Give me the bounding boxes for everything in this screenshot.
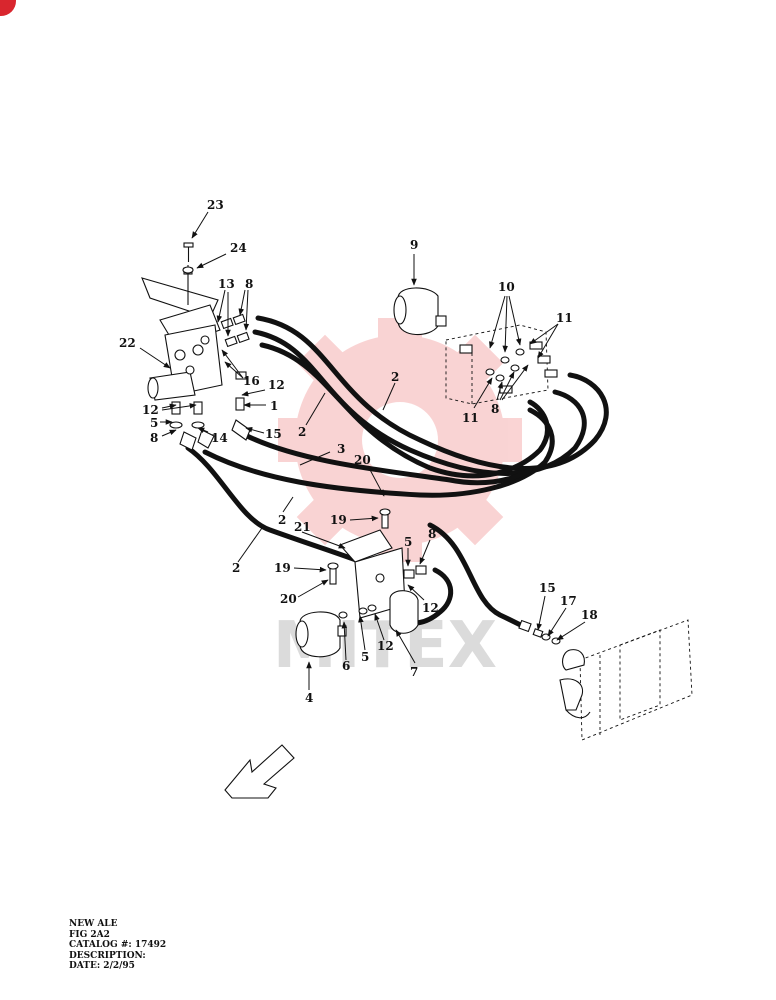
callout-labels: 23 24 13 8 22 16 12 1 12 5 8 14 15 9 10 … [119,198,598,705]
callout-13: 13 [218,277,235,291]
callout-12: 12 [268,378,285,392]
footer-date: DATE: 2/2/95 [69,961,135,971]
accumulator-bottom [295,611,347,658]
callout-14: 14 [211,431,228,445]
callout-23: 23 [207,198,224,212]
footer-catalog: CATALOG #: 17492 [69,940,167,950]
callout-12: 12 [377,639,394,653]
callout-5: 5 [361,650,369,664]
callout-15: 15 [539,581,556,595]
callout-7: 7 [410,665,418,679]
callout-19: 19 [330,513,347,527]
hose-top-3 [259,342,550,479]
callout-8: 8 [428,527,436,541]
callout-11: 11 [462,411,479,425]
callout-18: 18 [581,608,598,622]
callout-2: 2 [278,513,286,527]
hose-mid-3 [202,407,555,498]
callout-12: 12 [142,403,159,417]
callout-21: 21 [294,520,311,534]
bolt-washer [182,242,194,274]
callout-5: 5 [404,535,412,549]
control-valve-assembly [141,265,223,401]
callout-10: 10 [498,280,515,294]
right-bracket [518,619,693,741]
callout-15: 15 [265,427,282,441]
callout-1: 1 [270,399,278,413]
callout-6: 6 [342,659,350,673]
callout-20: 20 [280,592,297,606]
manifold-top [445,324,558,405]
valve-fittings [169,313,251,451]
callout-2: 2 [391,370,399,384]
callout-9: 9 [410,238,418,252]
callout-8: 8 [150,431,158,445]
callout-2: 2 [298,425,306,439]
callout-12: 12 [422,601,439,615]
callout-8: 8 [245,277,253,291]
hose-top-2 [252,329,587,476]
leader-lines [139,211,586,690]
callout-11: 11 [556,311,573,325]
direction-arrow-icon [224,744,295,799]
callout-8: 8 [491,402,499,416]
footer-description: DESCRIPTION: [69,950,146,961]
drawing-info-block: NEW ALE FIG 2A2 CATALOG #: 17492 DESCRIP… [69,919,166,972]
accumulator-top [393,287,447,336]
footer-figure: FIG 2A2 [69,929,110,940]
callout-2: 2 [232,561,240,575]
hose-mid-2 [242,432,533,486]
footer-title: NEW ALE [69,919,118,929]
hose-top-1 [255,315,609,471]
callout-16: 16 [243,374,260,388]
hose-right-long [427,522,528,630]
callout-24: 24 [230,241,247,255]
callout-3: 3 [337,442,345,456]
callout-19: 19 [274,561,291,575]
callout-4: 4 [305,691,313,705]
callout-20: 20 [354,453,371,467]
callout-17: 17 [560,594,577,608]
callout-22: 22 [119,336,136,350]
watermark-gear-icon [278,318,522,562]
callout-5: 5 [150,416,158,430]
lower-valve-block [327,508,427,634]
